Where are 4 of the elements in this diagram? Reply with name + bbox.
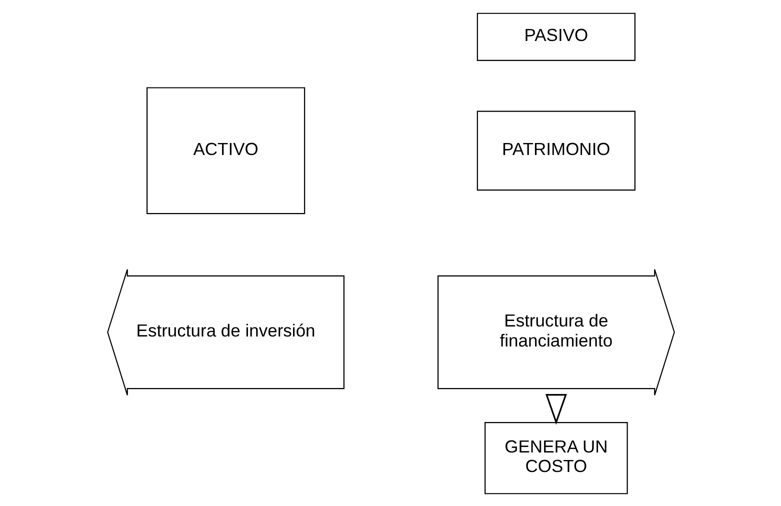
node-box: ACTIVO <box>146 86 305 214</box>
node-box: GENERA UN COSTO <box>484 421 628 494</box>
node-box: PATRIMONIO <box>476 110 635 190</box>
node-box: PASIVO <box>476 12 635 60</box>
